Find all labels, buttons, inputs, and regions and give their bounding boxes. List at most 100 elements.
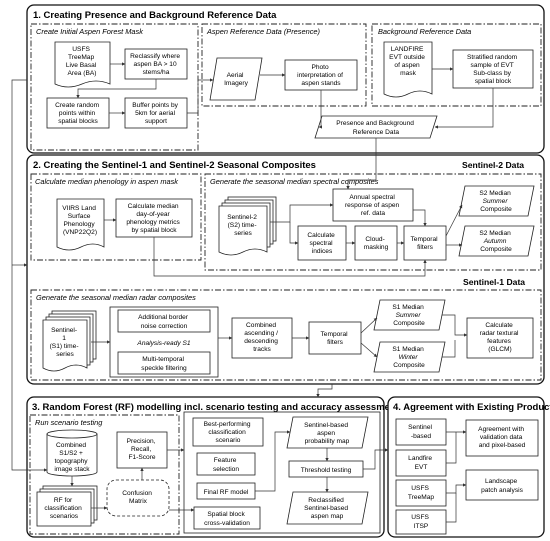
arrow-temporal-summer (445, 204, 463, 237)
sentinel-2-data-title: Sentinel-2 Data (462, 160, 524, 170)
stratified-sample-label: Stratified random sample of EVT Sub-clas… (467, 54, 519, 85)
landfire-evt-label: LANDFIRE EVT outside of aspen mask (389, 46, 427, 77)
treemap-product-label: USFS TreeMap (408, 485, 434, 501)
arrow-annual-temporal (413, 209, 427, 227)
spectral-indices-box (297, 225, 347, 261)
presence-subsection (201, 23, 367, 107)
spectral-subsection (204, 173, 542, 271)
border-noise-label: Additional border noise correction (138, 314, 190, 330)
presence-background-label: Presence and Background Reference Data (336, 120, 416, 136)
arrow-stratified-presbg (434, 88, 494, 129)
agreement-label: Agreement with validation data and pixel… (478, 426, 526, 449)
s1-temporal-filters-box (308, 321, 362, 355)
feature-selection-label: Feature selection (213, 457, 239, 473)
arrow-temporal-s1winter (360, 342, 378, 358)
random-points-label: Create random points within spatial bloc… (55, 102, 101, 125)
ard-s1-label: Analysis-ready S1 (136, 340, 190, 347)
background-subsection-title: Background Reference Data (378, 27, 471, 36)
usfs-treemap-box (54, 41, 111, 88)
section-1-title: 1. Creating Presence and Background Refe… (33, 10, 277, 21)
s2-summer-composite-label: S2 Median Summer Composite (479, 190, 512, 213)
landfire-product-box (395, 449, 447, 477)
stratified-sample-box (452, 49, 534, 89)
s1-winter-composite-box (373, 341, 446, 373)
radar-subsection-title: Generate the seasonal median radar compo… (36, 293, 196, 302)
arrow-s1winter-glcm (442, 340, 456, 358)
cross-validation-label: Spatial block cross-validation (204, 511, 250, 527)
reclassify-box (124, 48, 188, 80)
glcm-label: Calculate radar textural features (GLCM) (480, 322, 521, 353)
s1-winter-composite-label: S1 Median Winter Composite (392, 346, 425, 369)
mask-subsection-title: Create Initial Aspen Forest Mask (36, 27, 143, 36)
presence-background-box (314, 115, 438, 139)
arrow-itsp-landscape (446, 493, 457, 523)
landfire-evt-box (383, 41, 433, 98)
arrow-temporal-s1summer (360, 317, 378, 334)
sentinel-based-product-box (395, 418, 447, 446)
presence-subsection-title: Aspen Reference Data (Presence) (206, 27, 321, 36)
itsp-product-label: USFS ITSP (411, 514, 430, 530)
glcm-box (466, 317, 534, 359)
phenology-subsection-title: Calculate median phenology in aspen mask (35, 177, 178, 186)
best-scenario-label: Best-performing classification scenario (204, 421, 253, 444)
arrow-s2-annual (270, 203, 334, 223)
cross-validation-box (193, 506, 261, 530)
rf-scenarios-box (36, 491, 92, 527)
arrow-s1summer-glcm (442, 314, 468, 337)
reclassified-map-label: Reclassified Sentinel-based aspen map (304, 497, 350, 520)
arrow-reclassify-random (76, 79, 157, 99)
arrow-threshold-section4 (363, 448, 389, 470)
buffer-points-label: Buffer points by 5km for aerial support (132, 102, 180, 125)
background-subsection (371, 23, 542, 107)
arrow-presbg-annual (346, 138, 377, 190)
usfs-treemap-label: USFS TreeMap Live Basal Area (BA) (66, 46, 98, 77)
border-noise-box (117, 309, 211, 333)
arrow-final-prob (255, 430, 291, 492)
aerial-imagery-box (209, 57, 263, 101)
s1-temporal-filters-label: Temporal filters (321, 331, 350, 346)
scenario-subsection-title: Run scenario testing (35, 418, 103, 427)
image-stack-label: Combined S1/S2 + topography image stack (54, 442, 90, 473)
connectors (11, 62, 494, 523)
section-2-title: 2. Creating the Sentinel-1 and Sentinel-… (33, 160, 316, 171)
cloud-masking-box (354, 225, 398, 261)
arrow-section2-section3 (316, 384, 333, 398)
median-doy-box (115, 198, 193, 238)
scenario-subsection (29, 414, 180, 535)
spectral-indices-label: Calculate spectral indices (307, 232, 336, 255)
buffer-points-box (124, 97, 188, 129)
arrow-median-temporal (153, 237, 427, 277)
s2-temporal-filters-label: Temporal filters (411, 236, 440, 251)
arrow-photo-presbg (318, 90, 323, 129)
final-rf-model-label: Final RF model (204, 489, 249, 496)
s2-autumn-composite-label: S2 Median Autumn Composite (479, 230, 512, 253)
confusion-matrix-label: Confusion Matrix (122, 490, 154, 505)
feature-selection-box (196, 452, 256, 476)
cloud-masking-label: Cloud- masking (364, 236, 389, 251)
phenology-subsection (30, 173, 202, 261)
precision-recall-box (116, 431, 168, 469)
threshold-testing-label: Threshold testing (301, 467, 352, 474)
speckle-filtering-box (117, 351, 211, 375)
section-4-title: 4. Agreement with Existing Products (393, 402, 550, 413)
landscape-analysis-label: Landscape patch analysis (481, 478, 523, 494)
s2-temporal-filters-box (403, 225, 447, 261)
sentinel-based-product-label: Sentinel -based (408, 424, 434, 440)
confusion-matrix-box (106, 479, 170, 517)
sentinel-1-data-title: Sentinel-1 Data (463, 277, 525, 287)
landfire-product-label: Landfire EVT (408, 455, 434, 471)
viirs-phenology-label: VIIRS Land Surface Phenology (VNP22Q2) (62, 205, 98, 236)
rf-scenarios-label: RF for classification scenarios (44, 497, 83, 520)
reclassified-map-box (286, 491, 369, 525)
s2-timeseries-box (218, 205, 268, 256)
landscape-analysis-box (465, 469, 539, 501)
probability-map-label: Sentinel-based aspen probability map (304, 422, 350, 445)
arrow-landfire-agreement (446, 432, 457, 464)
best-scenario-box (192, 417, 264, 447)
arrow-section1-stack (11, 79, 48, 472)
treemap-product-box (395, 479, 447, 507)
speckle-filtering-label: Multi-temporal speckle filtering (141, 356, 187, 372)
s2-timeseries-label: Sentinel-2 (S2) time- series (227, 214, 259, 237)
reclassify-label: Reclassify where aspen BA > 10 stems/ha (130, 53, 182, 76)
